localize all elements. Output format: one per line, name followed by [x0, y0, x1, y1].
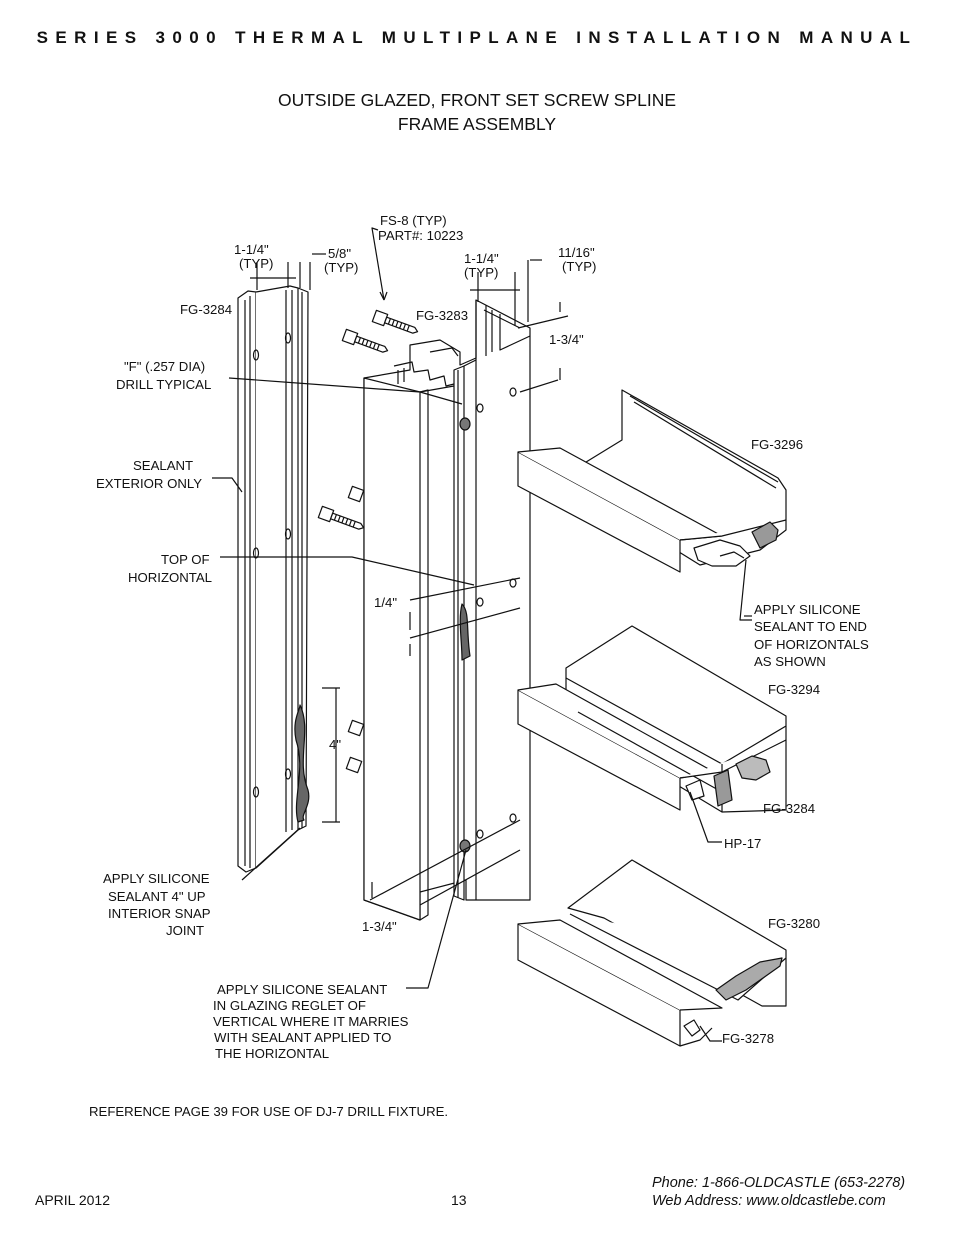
label-apply-reglet-2: IN GLAZING REGLET OF	[213, 998, 366, 1013]
label-top-line1: TOP OF	[161, 552, 210, 567]
fg3280-horizontal	[517, 859, 787, 1047]
dim-4: 4"	[329, 737, 342, 752]
dim-typ-d: (TYP)	[562, 259, 597, 274]
dim-typ-c: (TYP)	[464, 265, 499, 280]
label-apply-snap-3: INTERIOR SNAP	[108, 906, 211, 921]
label-apply-end-2: SEALANT TO END	[754, 619, 867, 634]
label-fg3284-left: FG-3284	[180, 302, 233, 317]
leader-lines	[212, 227, 752, 1042]
label-apply-reglet-3: VERTICAL WHERE IT MARRIES	[213, 1014, 409, 1029]
label-apply-reglet-4: WITH SEALANT APPLIED TO	[214, 1030, 392, 1045]
fg3294-horizontal	[517, 625, 787, 813]
label-fg3278: FG-3278	[722, 1031, 775, 1046]
label-fg3284-right: FG-3284	[763, 801, 816, 816]
label-apply-end-4: AS SHOWN	[754, 654, 826, 669]
label-sealant-line1: SEALANT	[133, 458, 194, 473]
dim-5-8: 5/8"	[328, 246, 352, 261]
dim-1-1-4-b: 1-1/4"	[464, 251, 499, 266]
label-fg3294: FG-3294	[768, 682, 821, 697]
fg3296-horizontal	[517, 389, 787, 573]
dim-1-4: 1/4"	[374, 595, 398, 610]
label-apply-reglet-5: THE HORIZONTAL	[215, 1046, 330, 1061]
label-drill-line2: DRILL TYPICAL	[116, 377, 212, 392]
page-title-line1: OUTSIDE GLAZED, FRONT SET SCREW SPLINE	[277, 90, 677, 110]
dim-11-16: 11/16"	[558, 245, 595, 260]
page-title-line2: FRAME ASSEMBLY	[397, 114, 557, 134]
label-top-line2: HORIZONTAL	[128, 570, 213, 585]
reference-note: REFERENCE PAGE 39 FOR USE OF DJ-7 DRILL …	[89, 1104, 449, 1119]
label-apply-snap-4: JOINT	[166, 923, 205, 938]
label-apply-end-1: APPLY SILICONE	[754, 602, 861, 617]
label-fs8-line1: FS-8 (TYP)	[380, 213, 447, 228]
dim-typ-b: (TYP)	[324, 260, 359, 275]
label-fg3280: FG-3280	[768, 916, 821, 931]
dim-1-1-4-a: 1-1/4"	[234, 242, 269, 257]
fg3283-vertical-mullion	[322, 259, 569, 921]
label-apply-snap-2: SEALANT 4" UP	[108, 889, 206, 904]
dim-1-3-4-top: 1-3/4"	[549, 332, 584, 347]
label-fg3283: FG-3283	[416, 308, 469, 323]
fs8-screws	[317, 309, 419, 774]
label-drill-line1: "F" (.257 DIA)	[124, 359, 206, 374]
dim-1-3-4-bottom: 1-3/4"	[362, 919, 397, 934]
footer-page-number: 13	[451, 1192, 467, 1208]
manual-header: SERIES 3000 THERMAL MULTIPLANE INSTALLAT…	[36, 28, 918, 47]
label-apply-reglet-1: APPLY SILICONE SEALANT	[217, 982, 388, 997]
label-fg3296: FG-3296	[751, 437, 804, 452]
label-sealant-line2: EXTERIOR ONLY	[96, 476, 203, 491]
footer-date: APRIL 2012	[35, 1192, 110, 1208]
footer-phone: Phone: 1-866-OLDCASTLE (653-2278)	[652, 1175, 906, 1191]
label-apply-end-3: OF HORIZONTALS	[754, 637, 869, 652]
label-apply-snap-1: APPLY SILICONE	[103, 871, 210, 886]
label-fs8-line2: PART#: 10223	[378, 228, 464, 243]
label-hp17: HP-17	[724, 836, 762, 851]
footer-web: Web Address: www.oldcastlebe.com	[652, 1193, 886, 1209]
dim-typ-a: (TYP)	[239, 256, 274, 271]
fg3284-vertical-snap	[237, 253, 326, 873]
